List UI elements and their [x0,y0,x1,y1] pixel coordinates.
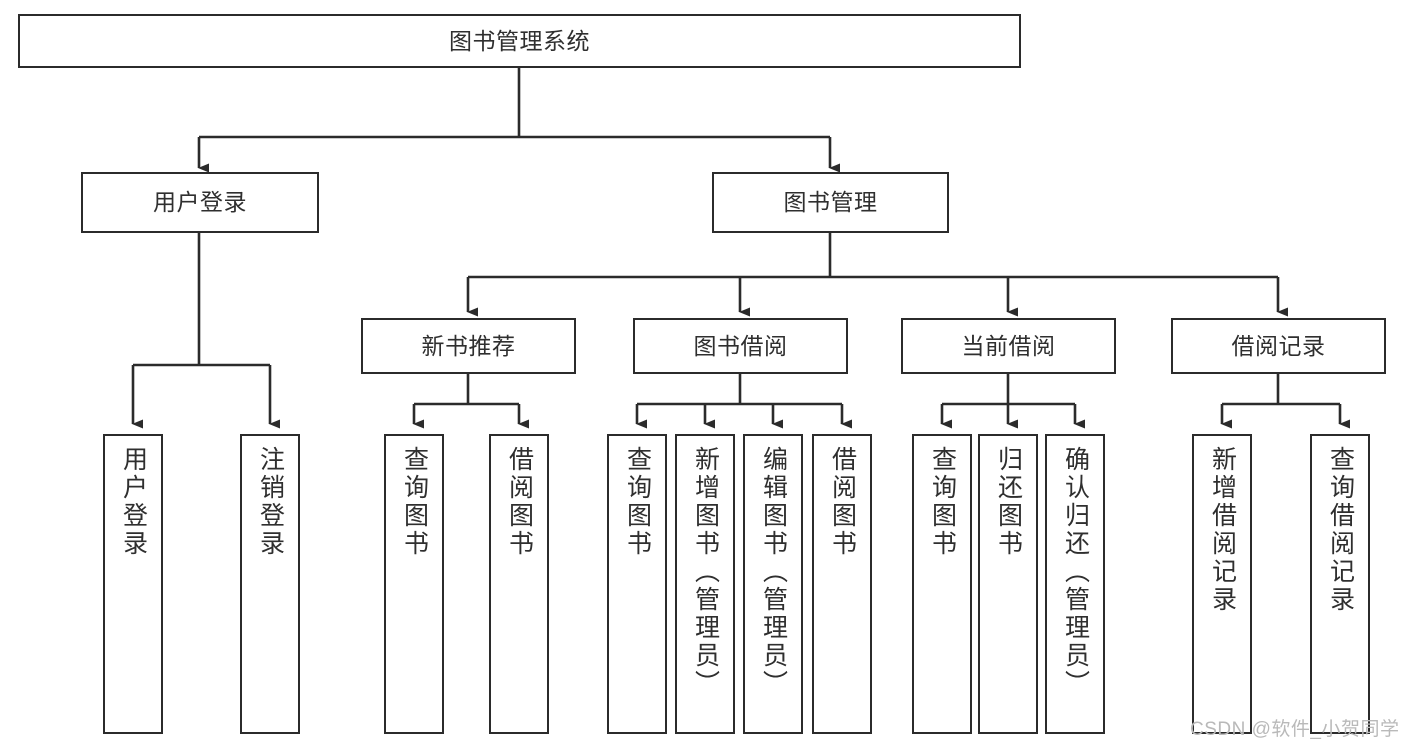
node-label: 用户登录 [153,189,247,216]
node-label: 新书推荐 [421,332,516,359]
node-label: 图书借阅 [693,332,788,359]
node-label: 用户登录 [119,446,148,558]
leaf-user-login-login[interactable]: 用户登录 [103,434,163,734]
node-book-borrow[interactable]: 图书借阅 [633,318,848,374]
node-label: 借阅记录 [1231,332,1326,359]
leaf-book-borrow-edit[interactable]: 编辑图书（管理员） [743,434,803,734]
leaf-borrow-record-query[interactable]: 查询借阅记录 [1310,434,1370,734]
node-label: 图书管理系统 [449,27,590,54]
node-label: 注销登录 [256,446,285,558]
leaf-new-book-query[interactable]: 查询图书 [384,434,444,734]
node-label: 编辑图书（管理员） [759,446,788,698]
node-label: 确认归还（管理员） [1061,446,1090,698]
node-new-book-recommend[interactable]: 新书推荐 [361,318,576,374]
node-label: 图书管理 [783,189,878,216]
leaf-borrow-record-add[interactable]: 新增借阅记录 [1192,434,1252,734]
node-label: 查询图书 [400,446,429,558]
leaf-book-borrow-query[interactable]: 查询图书 [607,434,667,734]
node-current-borrow[interactable]: 当前借阅 [901,318,1116,374]
node-label: 查询图书 [623,446,652,558]
leaf-book-borrow-borrow[interactable]: 借阅图书 [812,434,872,734]
node-book-management[interactable]: 图书管理 [712,172,949,233]
leaf-current-borrow-return[interactable]: 归还图书 [978,434,1038,734]
node-label: 新增借阅记录 [1208,446,1237,614]
node-label: 查询借阅记录 [1326,446,1355,614]
watermark-credit: CSDN @软件_小贺同学 [1190,719,1400,740]
node-label: 借阅图书 [505,446,534,558]
leaf-current-borrow-confirm[interactable]: 确认归还（管理员） [1045,434,1105,734]
node-label: 新增图书（管理员） [691,446,720,698]
node-label: 当前借阅 [961,332,1056,359]
node-root-library-system[interactable]: 图书管理系统 [18,14,1021,68]
node-label: 查询图书 [928,446,957,558]
leaf-user-login-logout[interactable]: 注销登录 [240,434,300,734]
leaf-current-borrow-query[interactable]: 查询图书 [912,434,972,734]
node-borrow-record[interactable]: 借阅记录 [1171,318,1386,374]
node-user-login[interactable]: 用户登录 [81,172,319,233]
node-label: 归还图书 [994,446,1023,558]
leaf-new-book-borrow[interactable]: 借阅图书 [489,434,549,734]
node-label: 借阅图书 [828,446,857,558]
leaf-book-borrow-add[interactable]: 新增图书（管理员） [675,434,735,734]
